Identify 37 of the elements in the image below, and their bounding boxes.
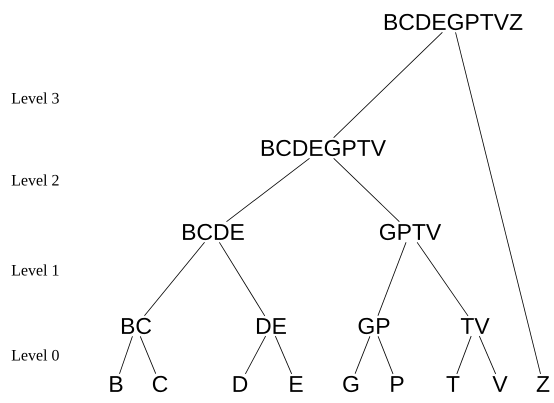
level-label: Level 0 — [12, 349, 59, 361]
tree-node-label: V — [492, 376, 508, 392]
tree-edge — [226, 158, 310, 222]
tree-edge — [333, 158, 400, 222]
tree-node-label: GP — [358, 318, 390, 334]
tree-edge — [144, 242, 205, 316]
tree-node-label: E — [290, 376, 303, 392]
tree-edge — [354, 336, 370, 374]
tree-edge — [478, 336, 496, 374]
tree-edge — [416, 242, 468, 316]
tree-edge — [244, 336, 266, 374]
tree-node-label: G — [343, 376, 358, 392]
tree-node-label: P — [391, 376, 404, 392]
tree-node-label: C — [152, 376, 168, 392]
tree-node-label: Z — [536, 376, 550, 392]
tree-node-label: TV — [460, 318, 490, 334]
tree-node-label: BCDE — [183, 224, 244, 240]
tree-node-label: BC — [122, 318, 152, 334]
tree-node-label: GPTV — [380, 224, 442, 240]
tree-node-label: DE — [256, 318, 286, 334]
tree-edge — [140, 336, 156, 374]
level-label: Level 3 — [12, 92, 59, 104]
tree-node-label: BCDEGPTV — [262, 140, 386, 156]
tree-edge — [378, 336, 394, 374]
tree-node-label: T — [446, 376, 460, 392]
tree-edge — [333, 32, 443, 138]
tree-edge — [218, 242, 266, 316]
level-label: Level 2 — [12, 174, 59, 186]
tree-edge — [456, 336, 472, 374]
tree-node-label: B — [110, 376, 122, 392]
tree-edge — [119, 336, 133, 374]
tree-edge — [378, 242, 406, 316]
tree-edge — [455, 32, 541, 374]
tree-edge — [274, 336, 292, 374]
level-label: Level 1 — [12, 264, 58, 276]
tree-node-label: D — [234, 376, 248, 392]
tree-node-label: BCDEGPTVZ — [384, 14, 522, 30]
